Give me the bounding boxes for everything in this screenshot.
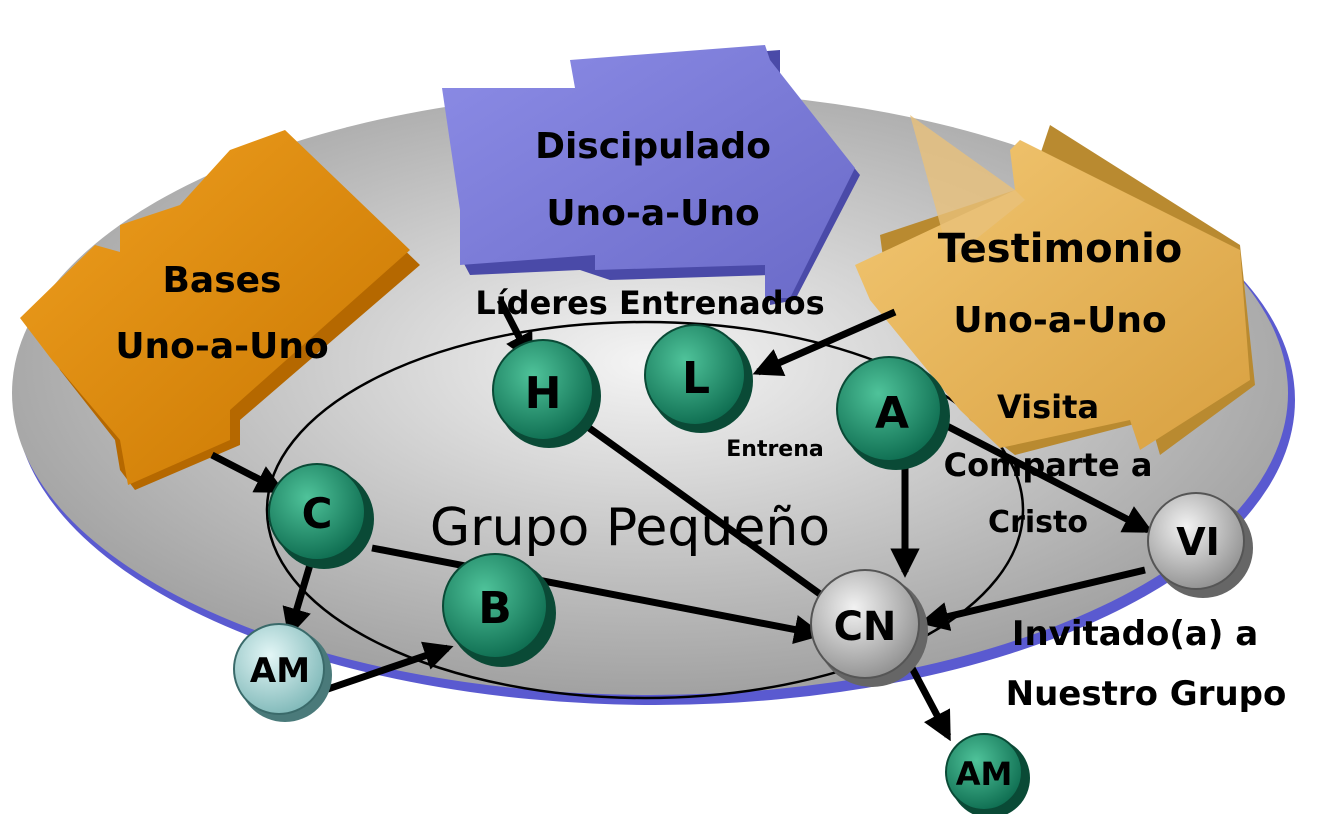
testimonio-title: Testimonio [938,226,1183,272]
comparte-label: Comparte a [944,446,1153,484]
testimonio-subtitle: Uno-a-Uno [953,300,1166,341]
svg-text:A: A [875,388,909,439]
svg-text:L: L [682,353,710,404]
bases-title: Bases [162,260,281,301]
discipulado-title: Discipulado [535,126,771,167]
svg-text:AM: AM [956,755,1013,793]
node-l: L [644,324,753,433]
discipulado-subtitle: Uno-a-Uno [546,193,759,234]
svg-text:AM: AM [250,651,310,691]
node-c: C [268,463,374,569]
node-am-bottom: AM [945,733,1030,814]
node-h: H [492,339,601,448]
svg-text:VI: VI [1176,520,1220,564]
svg-text:CN: CN [834,604,897,650]
node-cn: CN [810,569,928,687]
testimonio-arrow: Testimonio Uno-a-Uno [855,115,1255,455]
lideres-label: Líderes Entrenados [475,284,824,322]
node-vi: VI [1147,492,1253,598]
grupo-pequeno-label: Grupo Pequeño [430,498,830,558]
visita-label: Visita [997,388,1099,426]
small-group-ellipse [265,320,1025,700]
bases-arrow: Bases Uno-a-Uno [20,130,420,490]
svg-text:C: C [302,489,333,538]
nuestro-grupo-label: Nuestro Grupo [1006,674,1287,714]
connectors [210,298,1154,742]
svg-text:B: B [478,583,512,634]
node-am-left: AM [233,623,332,722]
discipulado-arrow: Discipulado Uno-a-Uno [442,45,860,305]
bases-subtitle: Uno-a-Uno [115,326,328,367]
svg-text:H: H [525,368,562,419]
node-a: A [836,356,950,470]
cristo-label: Cristo [988,505,1088,540]
node-b: B [442,553,556,667]
invitado-label: Invitado(a) a [1012,614,1258,654]
entrena-label: Entrena [726,437,824,462]
